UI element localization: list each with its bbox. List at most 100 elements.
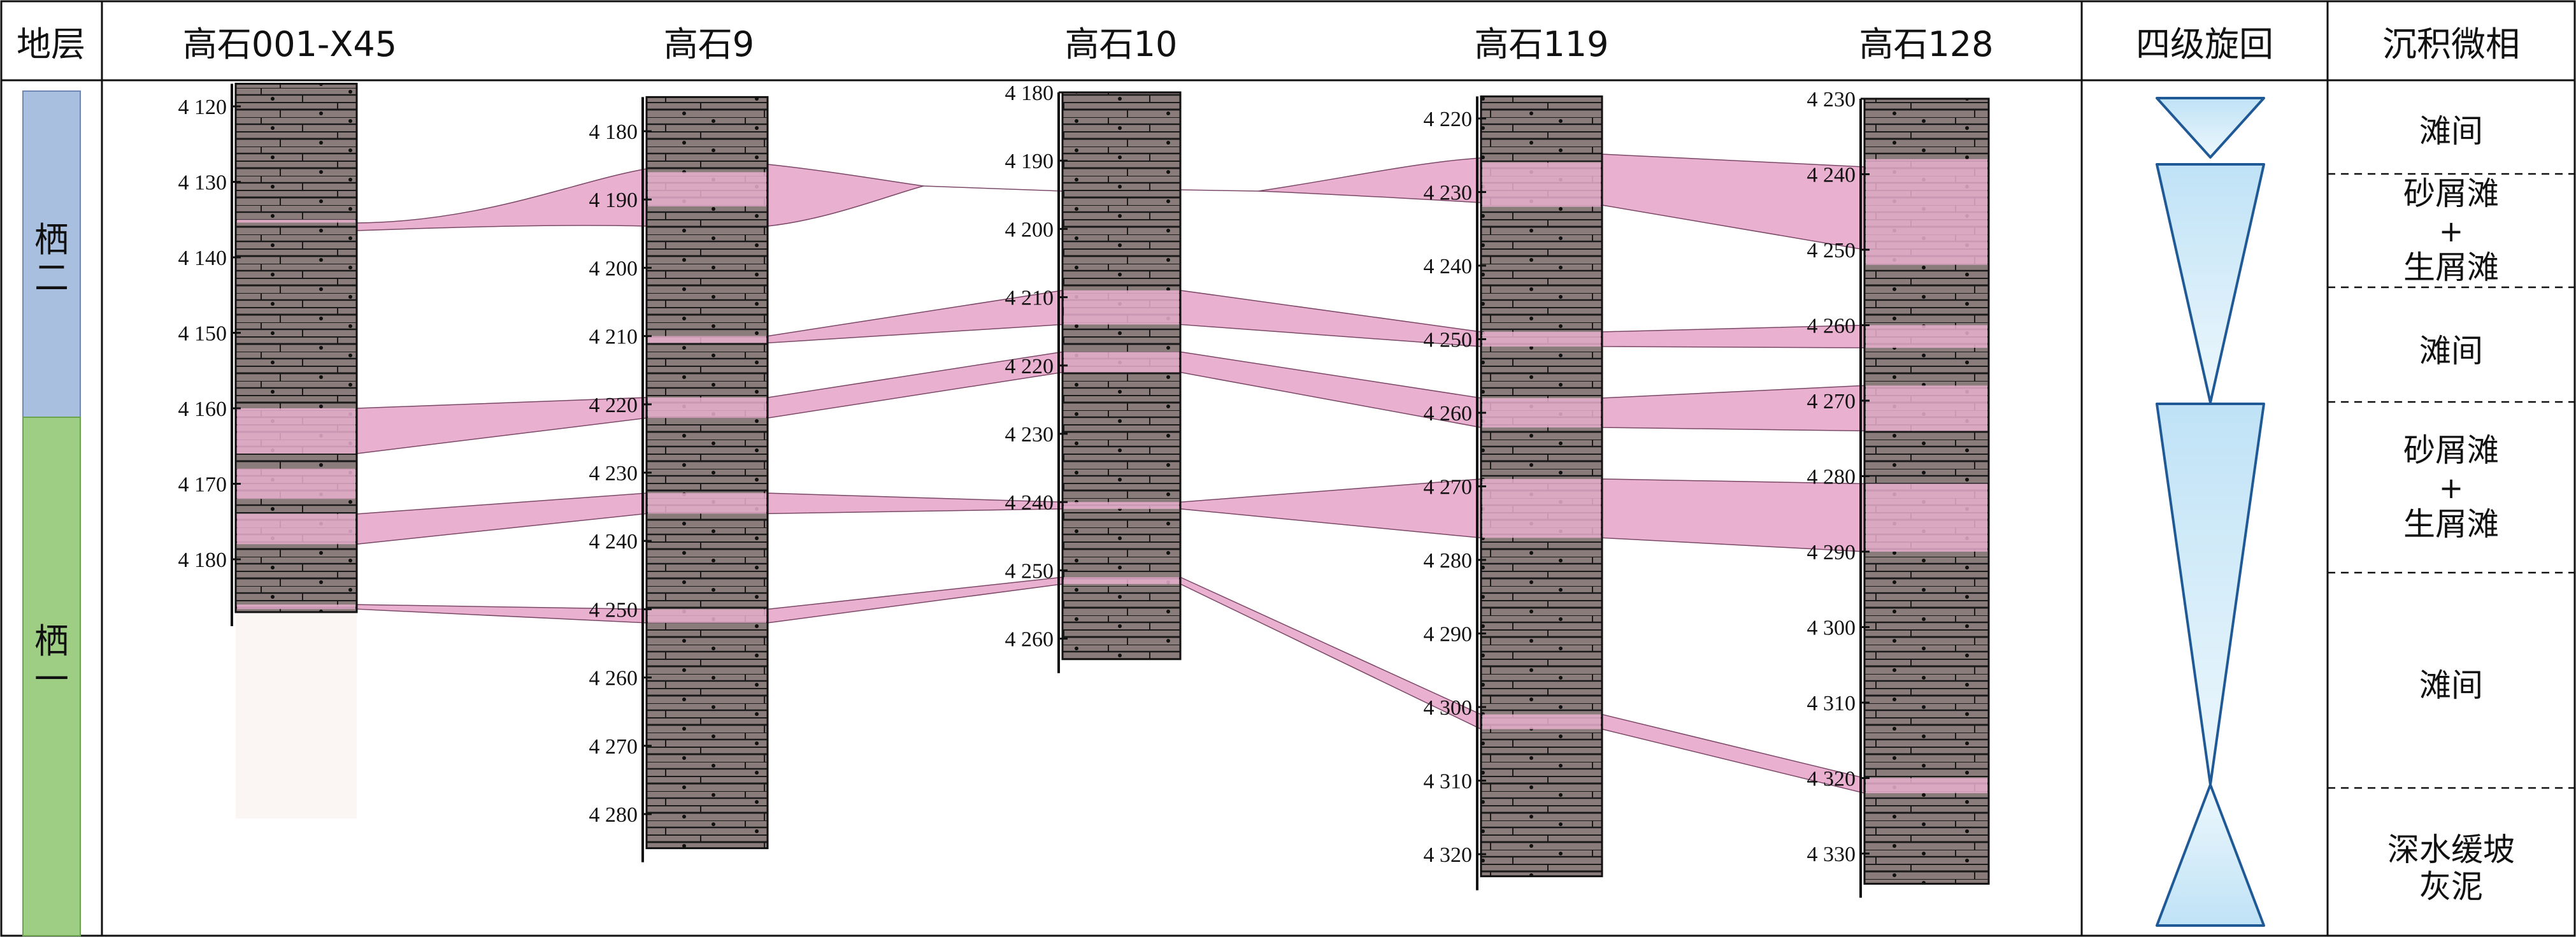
stratum-lower-label-2: 一 [34,659,69,699]
depth-tick-label: 4 240 [589,530,638,554]
reservoir-interval [648,397,766,418]
stratum-upper-label-1: 栖 [34,220,69,260]
depth-tick-label: 4 230 [1005,423,1054,447]
reservoir-interval [648,609,766,623]
depth-tick-label: 4 270 [589,735,638,759]
correlation-line [923,185,1063,192]
depth-tick-label: 4 260 [1807,315,1856,338]
header-cycle: 四级旋回 [2136,24,2273,64]
depth-tick-label: 4 280 [589,803,638,827]
header-stratum: 地层 [17,24,85,64]
reservoir-interval [237,219,355,223]
reservoir-interval [1866,159,1987,265]
header-well-5: 高石128 [1859,24,1993,64]
well-gap [236,612,357,819]
reservoir-interval [237,513,355,545]
depth-tick-label: 4 230 [1807,88,1856,111]
depth-tick-label: 4 330 [1807,843,1856,866]
reservoir-interval [237,408,355,454]
cycle-triangle-4 [2156,783,2265,927]
correlation-bands [356,154,1865,794]
reservoir-interval [1482,714,1601,729]
reservoir-interval [1482,478,1601,538]
depth-tick-label: 4 240 [1424,255,1473,278]
depth-tick-label: 4 200 [589,257,638,280]
depth-tick-label: 4 280 [1807,466,1856,489]
reservoir-interval [1866,385,1987,431]
reservoir-interval [648,172,766,206]
depth-tick-label: 4 240 [1005,491,1054,515]
facies-label: 滩间 [2419,113,2483,150]
depth-tick-label: 4 130 [178,171,227,195]
depth-tick-label: 4 180 [1005,82,1054,105]
depth-tick-label: 4 200 [1005,218,1054,241]
facies-label: 生屑滩 [2403,506,2499,543]
reservoir-interval [648,336,766,343]
header-well-4: 高石119 [1474,24,1608,64]
reservoir-interval [1064,290,1179,325]
header-well-3: 高石10 [1065,24,1178,64]
depth-tick-label: 4 220 [1424,108,1473,131]
depth-tick-label: 4 260 [1005,628,1054,652]
depth-tick-label: 4 230 [1424,182,1473,205]
depth-tick-label: 4 300 [1807,617,1856,640]
reservoir-interval [1064,502,1179,509]
cycle-triangle-1 [2156,97,2265,159]
facies-label: 滩间 [2419,333,2483,369]
header-well-2: 高石9 [664,24,754,64]
depth-tick-label: 4 270 [1807,390,1856,413]
facies-label: + [2439,214,2464,248]
facies-label: 灰泥 [2419,868,2483,905]
reservoir-interval [1482,162,1601,207]
correlation-band [767,576,1063,624]
reservoir-interval [1482,397,1601,428]
strata-column: 栖 二 栖 一 [22,90,81,936]
depth-tick-label: 4 210 [1005,287,1054,310]
cycle-triangle-2 [2156,163,2265,404]
depth-tick-label: 4 320 [1424,843,1473,867]
depth-tick-label: 4 180 [178,548,227,572]
lithology-log [645,96,769,850]
reservoir-interval [1064,577,1179,584]
reservoir-interval [1482,331,1601,347]
stratum-upper-label-2: 二 [34,258,69,298]
depth-tick-label: 4 310 [1807,692,1856,715]
reservoir-interval [1866,325,1987,348]
depth-tick-label: 4 170 [178,473,227,497]
depth-tick-label: 4 160 [178,397,227,421]
depth-tick-label: 4 250 [589,598,638,622]
depth-tick-label: 4 310 [1424,770,1473,794]
lithology-log [1061,91,1182,661]
depth-tick-label: 4 250 [1005,559,1054,583]
depth-tick-label: 4 190 [589,189,638,212]
facies-dividers [2328,173,2575,789]
facies-label: + [2439,471,2464,505]
depth-tick-label: 4 290 [1807,541,1856,564]
depth-tick-label: 4 260 [1424,402,1473,426]
reservoir-interval [1866,483,1987,552]
facies-label: 滩间 [2419,667,2483,704]
depth-tick-label: 4 280 [1424,549,1473,573]
cycle-triangles [2156,97,2265,927]
depth-tick-label: 4 140 [178,247,227,270]
depth-tick-label: 4 250 [1807,239,1856,262]
stratum-upper-bar [22,90,81,418]
reservoir-interval [1064,352,1179,373]
depth-tick-label: 4 320 [1807,768,1856,791]
stratum-lower-label-1: 栖 [34,621,69,661]
depth-tick-label: 4 210 [589,325,638,349]
depth-tick-label: 4 150 [178,322,227,346]
facies-label: 深水缓坡 [2387,831,2515,868]
depth-tick-label: 4 220 [1005,355,1054,378]
header-well-1: 高石001-X45 [183,24,397,64]
facies-label: 生屑滩 [2403,249,2499,286]
correlation-line [1180,189,1259,192]
depth-tick-label: 4 240 [1807,164,1856,187]
